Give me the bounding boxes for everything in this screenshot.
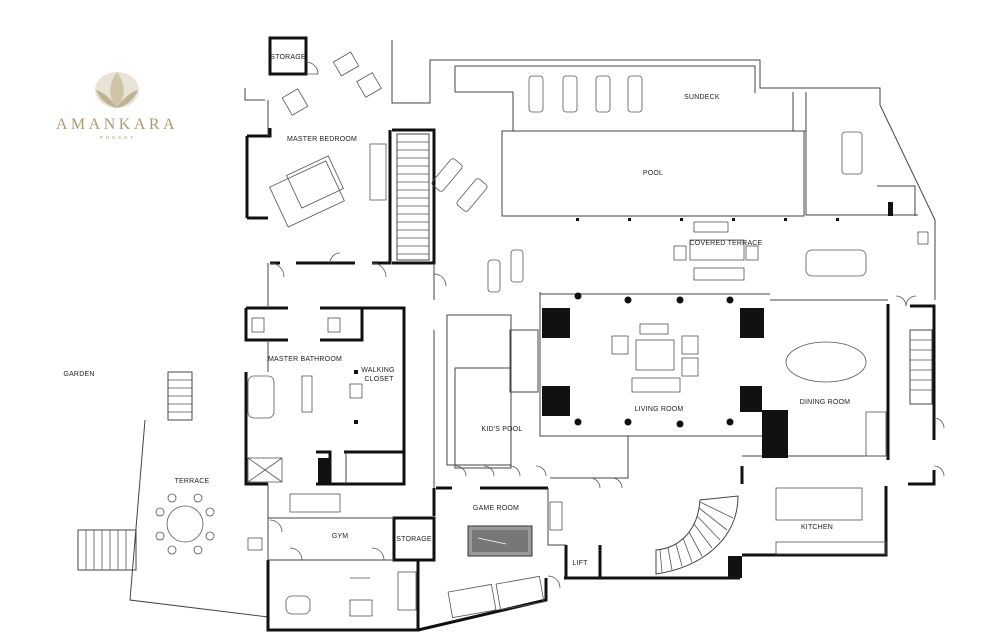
label-storage-top: STORAGE [270,54,306,61]
door-swings [269,61,945,589]
lotus-icon [95,72,139,108]
label-walking-closet: WALKING CLOSET [361,367,397,383]
furniture [155,51,929,619]
brand-location: PHUKET [100,135,136,140]
label-living-room: LIVING ROOM [635,406,684,413]
label-sundeck: SUNDECK [684,94,720,101]
label-gym: GYM [332,533,349,540]
stairs [77,133,933,575]
label-garden: GARDEN [63,371,94,378]
label-kitchen: KITCHEN [801,524,833,531]
label-walking-closet-text: WALKING [361,367,394,374]
interior-lines [267,100,888,561]
room-labels: STORAGE MASTER BEDROOM SUNDECK POOL COVE… [63,54,850,567]
label-pool: POOL [643,170,663,177]
label-game-room: GAME ROOM [473,505,519,512]
exterior-outlines [129,40,936,618]
label-lift: LIFT [572,560,588,567]
label-storage-bottom: STORAGE [396,536,432,543]
label-master-bedroom: MASTER BEDROOM [287,136,357,143]
label-walking-closet-line2: CLOSET [364,376,394,383]
brand-logo: AMANKARA PHUKET [56,72,178,140]
label-dining-room: DINING ROOM [800,399,850,406]
label-master-bathroom: MASTER BATHROOM [268,356,342,363]
walls [244,36,936,632]
brand-name: AMANKARA [56,116,178,133]
columns [318,202,893,578]
label-covered-terrace: COVERED TERRACE [690,240,763,247]
label-terrace: TERRACE [175,478,210,485]
label-kids-pool: KID'S POOL [481,426,522,433]
